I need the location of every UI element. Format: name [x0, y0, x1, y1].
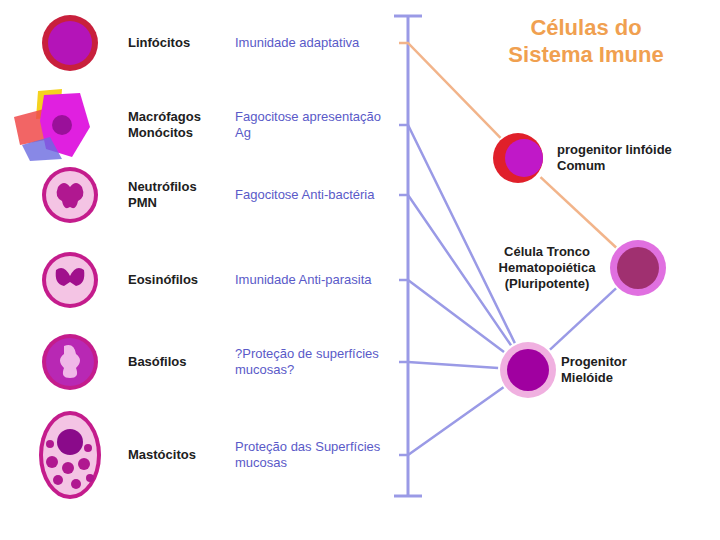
cell-node: progenitor linfóide Comum: [493, 129, 678, 187]
cell-function: Fagocitose Anti-bactéria: [235, 187, 395, 203]
cell-function: Imunidade Anti-parasita: [235, 272, 395, 288]
cell-illustration: [40, 250, 100, 310]
lineage-connector: [399, 362, 498, 368]
cell-illustration: [40, 332, 100, 392]
cell-name: Linfócitos: [128, 35, 228, 51]
cell-illustration: [499, 341, 557, 399]
cell-function: Fagocitose apresentação Ag: [235, 109, 395, 141]
cell-name: Mastócitos: [128, 447, 228, 463]
lineage-connector: [399, 280, 504, 352]
cell-illustration: [493, 131, 547, 185]
cell-illustration: [40, 165, 100, 225]
cell-name: Macrófagos Monócitos: [128, 109, 228, 141]
cell-node: Mastócitos Proteção das Superfícies mucos…: [40, 408, 398, 502]
cell-name: progenitor linfóide Comum: [557, 142, 672, 174]
lineage-connector: [550, 288, 616, 349]
lineage-connector: [399, 387, 504, 455]
diagram-title: Células do Sistema Imune: [496, 14, 676, 68]
lineage-connector: [399, 195, 511, 345]
bracket-tick: [394, 15, 422, 18]
bracket-tick: [394, 495, 422, 498]
lineage-connector: [399, 43, 501, 138]
cell-illustration: [38, 410, 102, 500]
cell-node: Neutrófilos PMN Fagocitose Anti-bactéria: [40, 163, 398, 227]
cell-name: Neutrófilos PMN: [128, 179, 228, 211]
bracket: [407, 16, 410, 496]
cell-node: Basófilos ?Proteção de superfícies mucosa…: [40, 330, 398, 394]
lineage-connector: [541, 177, 617, 247]
cell-function: Proteção das Superfícies mucosas: [235, 439, 395, 471]
cell-function: ?Proteção de superfícies mucosas?: [235, 346, 395, 378]
cell-node: Célula Tronco Hematopoiética (Pluripoten…: [488, 237, 670, 299]
cell-illustration: [40, 13, 100, 73]
cell-node: Progenitor Mielóide: [499, 339, 674, 401]
cell-name: Progenitor Mielóide: [561, 354, 671, 386]
cell-illustration: [609, 239, 667, 297]
cell-name: Célula Tronco Hematopoiética (Pluripoten…: [488, 244, 606, 292]
cell-function: Imunidade adaptativa: [235, 35, 395, 51]
cell-name: Eosinófilos: [128, 272, 228, 288]
cell-node: Linfócitos Imunidade adaptativa: [40, 11, 398, 75]
cell-illustration: [10, 87, 100, 163]
cell-node: Macrófagos MonócitosFagocitose apresenta…: [40, 85, 398, 165]
cell-name: Basófilos: [128, 354, 228, 370]
cell-node: Eosinófilos Imunidade Anti-parasita: [40, 248, 398, 312]
